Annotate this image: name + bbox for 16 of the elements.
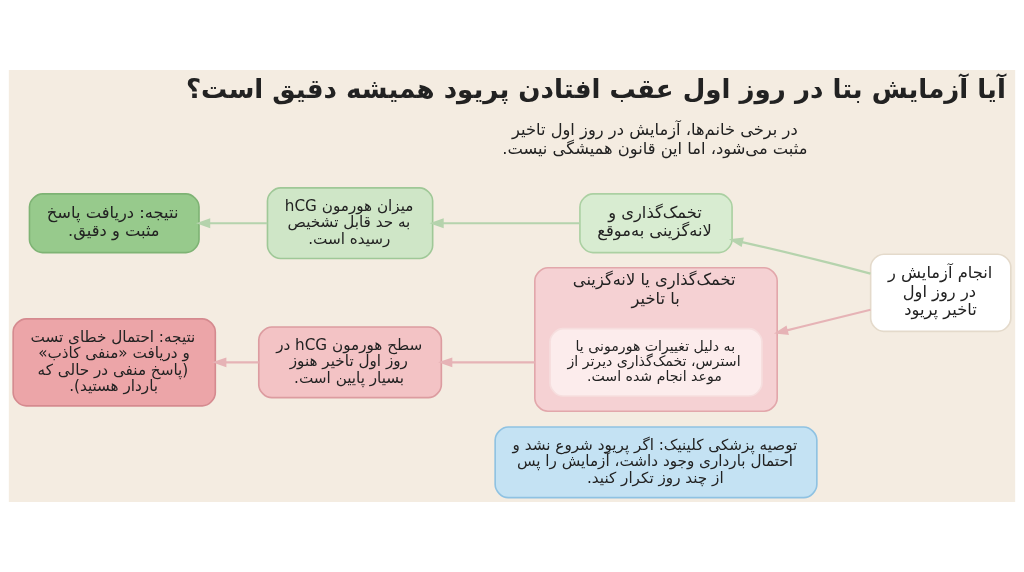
arrow [196, 218, 268, 229]
node-box: انجام آزمایش ر در روز اول تاخیر پریود [869, 253, 1012, 333]
label: در برخی خانم‌ها، آزمایش در روز اول تاخیر مثبت می‌شود، اما این قانون همیشگی نیست. [502, 120, 808, 158]
node-box: سطح هورمون hCG در روز اول تاخیر هنوز بسیار پایین است. [257, 326, 443, 399]
diagram-title: آیا آزمایش بتا در روز اول عقب افتادن پریود همیشه دقیق است؟ [185, 74, 1006, 105]
arrow [438, 357, 535, 368]
arrow [429, 218, 580, 229]
node-box: توصیه پزشکی کلینیک: اگر پریود شروع نشد و احتمال بارداری وجود داشت، آزمایش را پس از چند روز تکرار کنید. [494, 426, 818, 499]
node-box: نتیجه: دریافت پاسخ مثبت و دقیق. [28, 193, 200, 254]
node-box: میزان هورمون hCG به حد قابل تشخیص رسیده است. [266, 187, 434, 260]
node-box: نتیجه: احتمال خطای تست و دریافت «منفی کاذب» (پاسخ منفی در حالی که باردار هستید). [12, 318, 217, 407]
node-box: تخمک‌گذاری و لانه‌گزینی به‌موقع [579, 193, 733, 254]
arrow [212, 357, 259, 368]
arrow [774, 308, 871, 335]
node-box: به دلیل تغییرات هورمونی یا استرس، تخمک‌گذاری دیرتر از موعد انجام شده است. [549, 327, 763, 397]
arrow [728, 237, 871, 275]
